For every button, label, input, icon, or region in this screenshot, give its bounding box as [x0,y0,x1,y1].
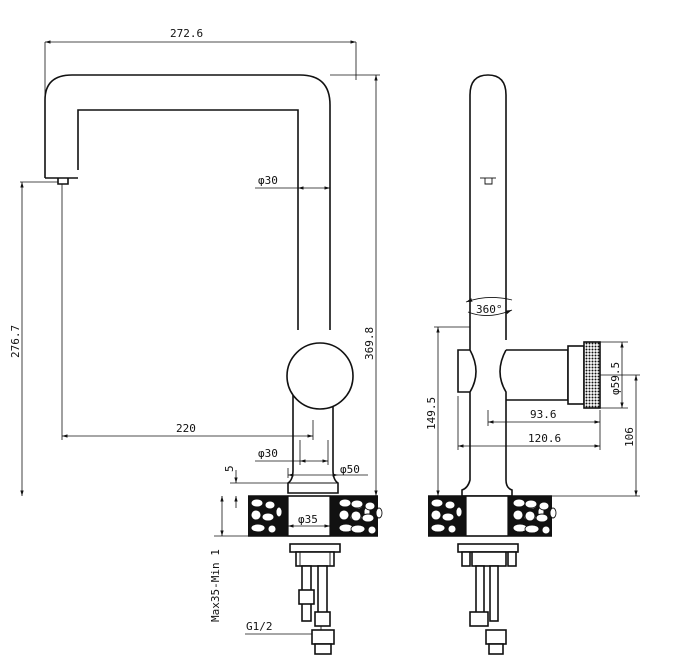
side-mounting-hardware [457,543,519,655]
dim-handle-reach-inner: 93.6 [530,408,557,421]
side-body [457,340,513,497]
dim-handle-height: 149.5 [425,397,438,430]
dim-handle-reach-outer: 120.6 [528,432,561,445]
spout-outer [44,74,331,330]
countertop-section [248,495,383,537]
dim-overall-height: 369.8 [363,327,376,360]
dim-rotation: 360° [476,303,503,316]
side-countertop-section [428,495,557,537]
spout-outlet [45,177,78,185]
dim-connection: G1/2 [246,620,273,633]
dim-deck-thickness: Max35-Min 1 [209,549,222,622]
dim-shank-diameter: φ35 [298,513,318,526]
dim-knob-diameter: φ59.5 [609,362,622,395]
dim-base-diameter-b: φ50 [340,463,360,476]
handle-knob [286,342,354,410]
body-lower [287,395,339,494]
rotation-arrow [467,309,513,316]
dim-overall-width: 272.6 [170,27,203,40]
dim-base-diameter-a: φ30 [258,447,278,460]
spout-inner [77,109,299,330]
dim-spout-height: 276.7 [9,325,22,358]
dim-handle-total-height: 106 [623,427,636,447]
side-knurl [583,341,601,409]
dim-base-height: 5 [223,465,236,472]
dim-spout-reach: 220 [176,422,196,435]
front-view: 272.6 369.8 276.7 220 φ30 φ30 φ50 5 [9,27,383,655]
side-handle-arm [506,349,569,401]
side-view: 360° [425,74,640,655]
side-spout [469,74,507,340]
dim-body-diameter: φ30 [258,174,278,187]
mounting-hardware [289,543,341,655]
